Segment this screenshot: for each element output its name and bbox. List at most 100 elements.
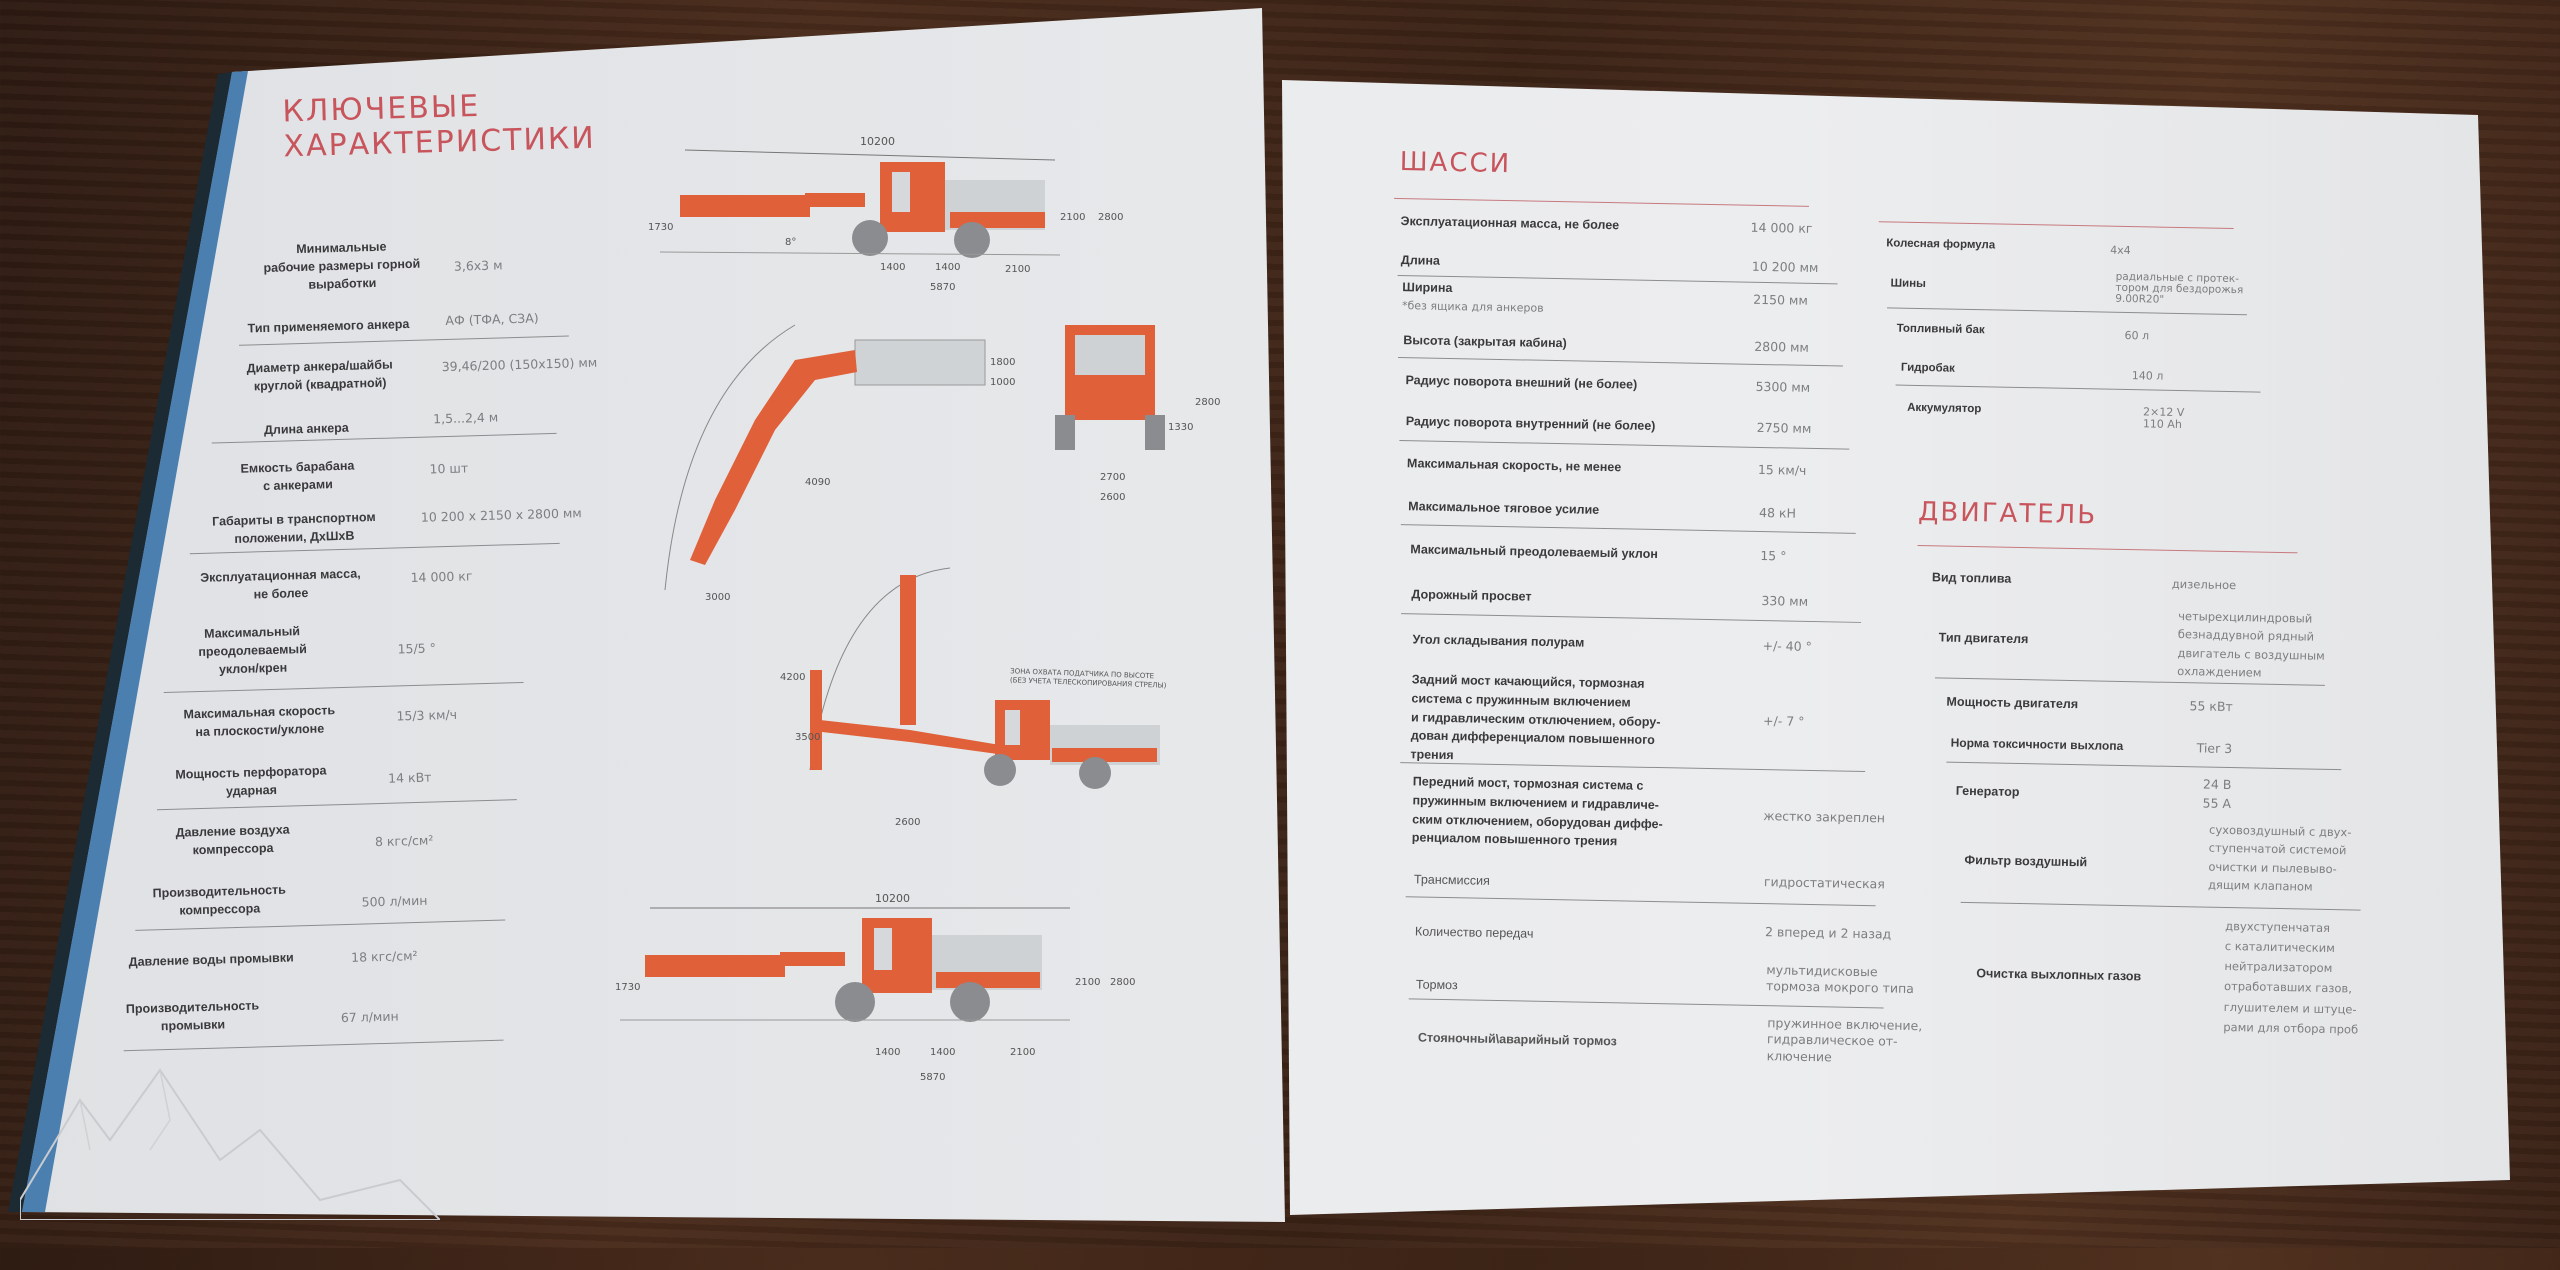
chassis-value: 48 кН xyxy=(1758,504,1797,521)
wheel xyxy=(835,982,875,1022)
chassis-value: мультидисковые тормоза мокрого типа xyxy=(1765,962,1914,997)
chassis-label: Максимальный преодолеваемый уклон xyxy=(1410,542,1658,562)
dimension-label: 2800 xyxy=(1110,977,1135,988)
dimension-label: 2600 xyxy=(895,817,920,828)
chassis-extra-value: 4х4 xyxy=(2110,243,2131,258)
chassis-note: *без ящика для анкеров xyxy=(1401,299,1544,315)
chassis-label: Дорожный просвет xyxy=(1411,587,1532,604)
dimension-label: 1800 xyxy=(990,357,1015,368)
ground-line xyxy=(659,251,1061,256)
dimension-label: 8° xyxy=(785,237,796,248)
engine-label: Мощность двигателя xyxy=(1946,694,2079,712)
drawing-side-view-bottom: 10200 1730 1400 1400 2100 5870 2100 2800 xyxy=(615,892,1135,1083)
chassis-value: 14 000 кг xyxy=(1750,219,1813,236)
engine-value: суховоздушный с двух- ступенчатой систем… xyxy=(2207,822,2352,894)
wheel xyxy=(1079,757,1111,789)
dimension-label: 3500 xyxy=(795,732,820,743)
dimension-label: 3000 xyxy=(705,592,730,603)
dimension-label: 5870 xyxy=(920,1072,945,1083)
chassis-extra-label: Гидробак xyxy=(1900,361,1955,375)
wheel xyxy=(1145,415,1165,450)
cab-window xyxy=(892,172,910,212)
dimension-label: 4090 xyxy=(805,477,830,488)
divider xyxy=(1895,384,2261,393)
chassis-title: ШАССИ xyxy=(1399,147,1512,180)
chassis-label: Трансмиссия xyxy=(1413,872,1490,888)
dimension-label: 2100 xyxy=(1010,1047,1035,1058)
mountain-illustration xyxy=(20,1068,440,1220)
chassis-value: жестко закреплен xyxy=(1763,808,1886,826)
dimension-label: 2100 xyxy=(1005,264,1030,275)
dimension-label: 1330 xyxy=(1168,422,1193,433)
divider xyxy=(1400,524,1856,534)
boom xyxy=(820,720,1005,755)
chassis-extra-value: 140 л xyxy=(2131,369,2164,383)
dimension-label: 2100 xyxy=(1075,977,1100,988)
chassis-label: Ширина xyxy=(1402,280,1453,296)
front-window xyxy=(1075,335,1145,375)
dimension-label: 2100 xyxy=(1060,212,1085,223)
chassis-label: Максимальное тяговое усилие xyxy=(1408,499,1600,517)
dimension-label: 4200 xyxy=(780,672,805,683)
chassis-extra-label: Шины xyxy=(1890,277,1927,291)
body-stripe xyxy=(1052,748,1157,762)
engine-label: Генератор xyxy=(1955,783,2020,800)
divider xyxy=(1946,761,2342,771)
chassis-label: Количество передач xyxy=(1414,924,1534,941)
dimension-label: 1400 xyxy=(875,1047,900,1058)
chassis-value: 15 км/ч xyxy=(1757,461,1807,478)
chassis-value: +/- 40 ° xyxy=(1762,638,1813,654)
engine-label: Вид топлива xyxy=(1931,570,2012,586)
divider xyxy=(1401,613,1862,623)
dimension-label: 10200 xyxy=(875,892,910,905)
chassis-label: Стояночный\аварийный тормоз xyxy=(1417,1030,1617,1049)
chassis-value: пружинное включение, гидравлическое от- … xyxy=(1766,1015,1923,1064)
chassis-value: гидростатическая xyxy=(1763,874,1885,892)
boom xyxy=(645,955,785,977)
dimension-label: 1400 xyxy=(930,1047,955,1058)
chassis-label: Эксплуатационная масса, не более xyxy=(1400,214,1620,233)
chassis-label: Угол складывания полурам xyxy=(1412,632,1585,650)
wheel xyxy=(1055,415,1075,450)
engine-label: Фильтр воздушный xyxy=(1964,852,2088,870)
chassis-label: Радиус поворота внешний (не более) xyxy=(1405,373,1638,392)
cab xyxy=(995,700,1050,760)
dimension-label: 2800 xyxy=(1195,397,1220,408)
chassis-extra-label: Колесная формула xyxy=(1886,237,1996,252)
dimension-label: 2700 xyxy=(1100,472,1125,483)
engine-value: двухступенчатая с каталитическим нейтрал… xyxy=(2223,918,2359,1037)
chassis-value: 2 вперед и 2 назад xyxy=(1764,924,1892,942)
cab xyxy=(880,162,945,232)
wheel xyxy=(984,754,1016,786)
dimension-label: 2800 xyxy=(1098,212,1123,223)
engine-value: четырехцилиндровый безнаддувной рядный д… xyxy=(2177,609,2325,680)
engine-label: Тип двигателя xyxy=(1938,630,2029,647)
chassis-extra-value: радиальные с протек- тором для бездорожь… xyxy=(2115,270,2244,306)
engine-value: дизельное xyxy=(2171,576,2237,593)
dimension-label: 1400 xyxy=(935,262,960,273)
chassis-label: Передний мост, тормозная система с пружи… xyxy=(1411,774,1663,849)
engine-value: 24 В 55 А xyxy=(2202,776,2232,811)
boom-plan xyxy=(690,350,857,565)
chassis-label: Тормоз xyxy=(1415,977,1458,993)
title-underline xyxy=(1878,221,2234,230)
wheel xyxy=(950,982,990,1022)
chassis-value: 330 мм xyxy=(1761,593,1809,609)
chassis-value: 15 ° xyxy=(1760,547,1787,564)
drawing-side-view-working: 4200 3500 2600 xyxy=(780,567,1160,828)
chassis-value: +/- 7 ° xyxy=(1762,713,1805,729)
dimension-label: 1730 xyxy=(648,222,673,233)
feeder-mast xyxy=(900,575,916,725)
divider xyxy=(1399,440,1850,450)
divider xyxy=(1405,896,1876,907)
divider xyxy=(1408,998,1884,1009)
chassis-label: Высота (закрытая кабина) xyxy=(1403,333,1567,351)
chassis-label: Максимальная скорость, не менее xyxy=(1406,456,1622,475)
dimension-label: 1000 xyxy=(990,377,1015,388)
chassis-value: 2150 мм xyxy=(1753,291,1808,308)
divider xyxy=(1960,901,2361,911)
divider xyxy=(1397,274,1838,285)
turning-arc xyxy=(664,324,796,591)
